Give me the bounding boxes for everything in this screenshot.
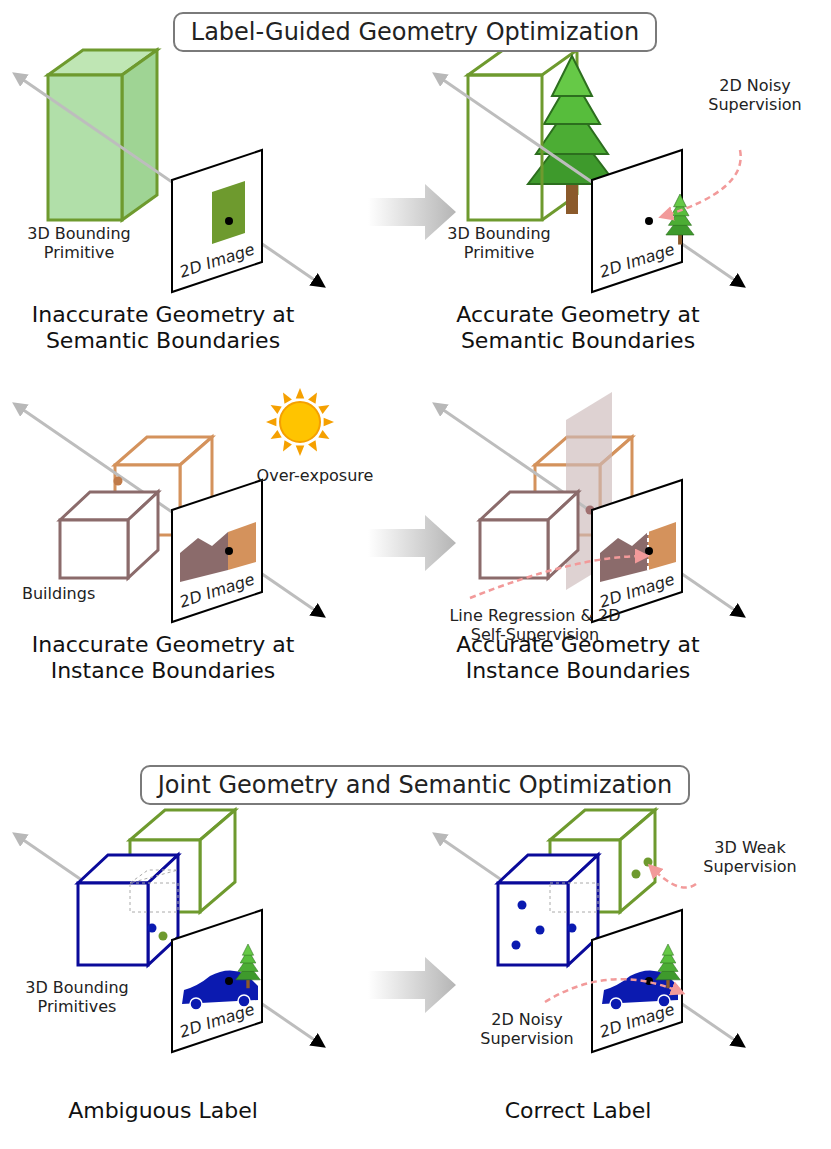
section-header: Joint Geometry and Semantic Optimization — [140, 765, 691, 805]
panel-caption: Ambiguous Label — [3, 1098, 323, 1124]
primitive-label: 3D Bounding Primitives — [18, 978, 136, 1016]
primitive-label: 3D Bounding Primitive — [20, 224, 138, 262]
supervision-label: 3D Weak Supervision — [688, 838, 812, 876]
panel-caption: Accurate Geometry at Instance Boundaries — [418, 632, 738, 685]
panel-caption: Accurate Geometry at Semantic Boundaries — [418, 302, 738, 355]
section-header: Label-Guided Geometry Optimization — [173, 12, 657, 52]
header-text: Label-Guided Geometry Optimization — [191, 18, 639, 46]
panel-caption: Inaccurate Geometry at Instance Boundari… — [3, 632, 323, 685]
supervision-label: 2D Noisy Supervision — [466, 1010, 588, 1048]
primitive-label: 3D Bounding Primitive — [440, 224, 558, 262]
supervision-label: 2D Noisy Supervision — [694, 76, 816, 114]
object-label: Buildings — [22, 584, 122, 603]
panel-caption: Inaccurate Geometry at Semantic Boundari… — [3, 302, 323, 355]
panel-caption: Correct Label — [418, 1098, 738, 1124]
effect-label: Over-exposure — [250, 466, 380, 485]
header-text: Joint Geometry and Semantic Optimization — [158, 771, 673, 799]
